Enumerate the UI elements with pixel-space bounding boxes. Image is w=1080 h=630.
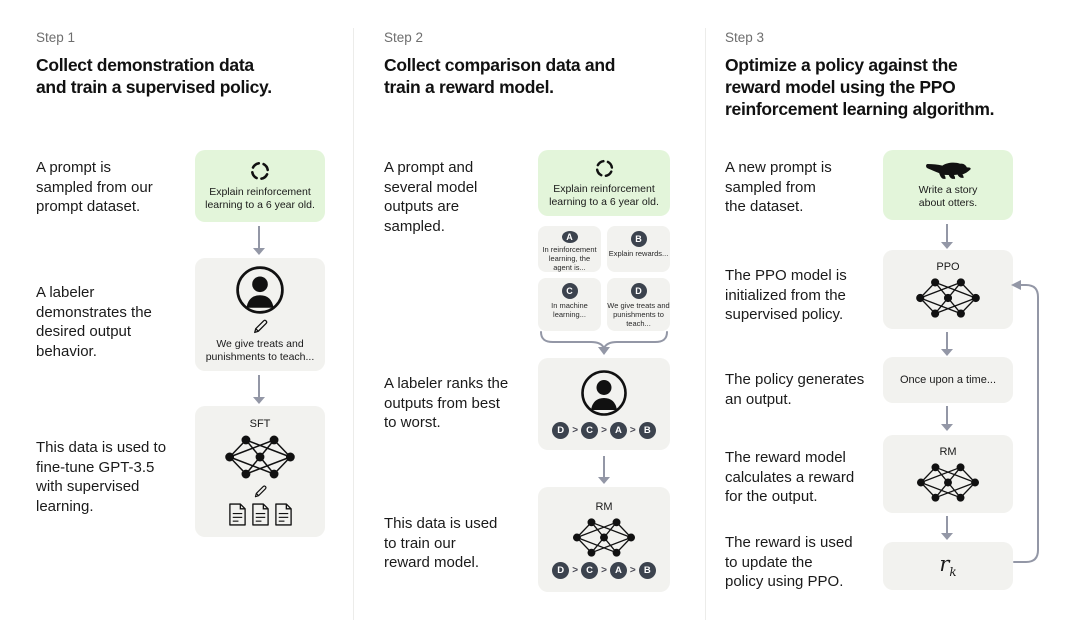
step3-prompt-box: Write a story about otters. xyxy=(883,150,1013,220)
person-icon xyxy=(580,369,628,417)
step1-label: Step 1 xyxy=(36,30,76,45)
step3-reward-box: rk xyxy=(883,542,1013,590)
step1-labeler-text: We give treats and punishments to teach.… xyxy=(205,338,315,363)
output-card-d: D We give treats and punishments to teac… xyxy=(607,278,670,331)
output-text: In reinforcement learning, the agent is.… xyxy=(542,245,597,272)
step2-row3-text: This data is used to train our reward mo… xyxy=(384,515,498,571)
step2-row2-text: A labeler ranks the outputs from best to… xyxy=(384,375,509,431)
rank-badge: B xyxy=(638,422,656,439)
step1-prompt-box: Explain reinforcement learning to a 6 ye… xyxy=(195,150,325,222)
step2-row1-text: A prompt and several model outputs are s… xyxy=(384,159,478,235)
step2-prompt-box: Explain reinforcement learning to a 6 ye… xyxy=(538,150,670,216)
neural-network-icon xyxy=(571,517,637,558)
rank-badge: D xyxy=(552,422,570,439)
output-badge: A xyxy=(561,231,578,243)
neural-network-icon xyxy=(223,434,297,480)
rank-badge: B xyxy=(638,561,656,579)
output-text: Explain rewards... xyxy=(608,249,669,258)
pencil-icon xyxy=(253,484,268,499)
rank-separator: > xyxy=(601,564,607,576)
step3-prompt-text: Write a story about otters. xyxy=(918,184,978,209)
step2-label: Step 2 xyxy=(384,30,424,45)
rm-model-label: RM xyxy=(595,500,613,513)
arrow-down-icon xyxy=(941,406,953,431)
step1-prompt-text: Explain reinforcement learning to a 6 ye… xyxy=(205,186,315,211)
neural-network-icon xyxy=(914,277,982,319)
step3-rm-box: RM xyxy=(883,435,1013,513)
step1-row2-text: A labeler demonstrates the desired outpu… xyxy=(36,284,152,360)
step1-row1-text: A prompt is sampled from our prompt data… xyxy=(36,159,153,215)
step3-label: Step 3 xyxy=(725,30,765,45)
step3-output-text: Once upon a time... xyxy=(900,373,996,386)
ppo-model-label: PPO xyxy=(936,260,960,273)
output-badge: C xyxy=(561,283,578,299)
rank-row: D > C > A > B xyxy=(552,422,656,439)
arrow-down-icon xyxy=(598,456,610,484)
neural-network-icon xyxy=(915,462,981,503)
rank-badge: C xyxy=(581,422,599,439)
cycle-icon xyxy=(594,158,615,179)
step1-title: Collect demonstration data and train a s… xyxy=(36,55,272,97)
reward-symbol: rk xyxy=(939,552,957,580)
step1-row3-text: This data is used to fine-tune GPT-3.5 w… xyxy=(36,439,167,515)
documents-icon xyxy=(228,502,293,526)
arrow-down-icon xyxy=(253,226,265,255)
step3-row4-text: The reward model calculates a reward for… xyxy=(725,449,855,505)
output-badge: D xyxy=(630,283,647,299)
step3-row1-text: A new prompt is sampled from the dataset… xyxy=(725,159,832,215)
output-text: In machine learning... xyxy=(551,301,588,319)
arrow-down-icon xyxy=(253,375,265,404)
output-text: We give treats and punishments to teach.… xyxy=(607,301,670,328)
pencil-icon xyxy=(252,318,269,335)
person-icon xyxy=(235,265,285,315)
step1-sft-box: SFT xyxy=(195,406,325,537)
step3-output-box: Once upon a time... xyxy=(883,357,1013,403)
rm-model-label: RM xyxy=(939,445,957,458)
step3-ppo-box: PPO xyxy=(883,250,1013,329)
step3-row5-text: The reward is used to update the policy … xyxy=(725,534,853,590)
otter-icon xyxy=(925,160,971,181)
rank-badge: A xyxy=(609,561,627,579)
rank-row: D > C > A > B xyxy=(552,561,656,579)
rank-badge: C xyxy=(581,561,599,579)
step2-labeler-box: D > C > A > B xyxy=(538,358,670,450)
step2-rm-box: RM D > C > A > B xyxy=(538,487,670,592)
output-card-b: B Explain rewards... xyxy=(607,226,670,272)
sft-model-label: SFT xyxy=(249,417,271,430)
rank-separator: > xyxy=(572,425,579,436)
output-card-c: C In machine learning... xyxy=(538,278,601,331)
arrow-down-icon xyxy=(941,224,953,249)
step3-title: Optimize a policy against the reward mod… xyxy=(725,55,995,119)
output-badge: B xyxy=(630,231,647,247)
rank-separator: > xyxy=(629,425,636,436)
cycle-icon xyxy=(249,160,271,182)
rank-separator: > xyxy=(601,425,607,436)
rank-separator: > xyxy=(629,564,636,576)
step1-labeler-box: We give treats and punishments to teach.… xyxy=(195,258,325,371)
step2-title: Collect comparison data and train a rewa… xyxy=(384,55,616,97)
rank-badge: D xyxy=(552,561,570,579)
step2-prompt-text: Explain reinforcement learning to a 6 ye… xyxy=(549,182,659,208)
step3-row2-text: The PPO model is initialized from the su… xyxy=(725,267,847,323)
arrow-down-icon xyxy=(941,516,953,540)
column-divider xyxy=(705,28,706,620)
column-divider xyxy=(353,28,354,620)
rank-badge: A xyxy=(609,422,627,439)
rank-separator: > xyxy=(572,564,579,576)
loop-arrow xyxy=(1008,278,1048,570)
step3-row3-text: The policy generates an output. xyxy=(725,371,865,408)
arrow-down-icon xyxy=(598,347,610,355)
model-outputs-grid: A In reinforcement learning, the agent i… xyxy=(538,226,670,331)
output-card-a: A In reinforcement learning, the agent i… xyxy=(538,226,601,272)
arrow-down-icon xyxy=(941,332,953,356)
